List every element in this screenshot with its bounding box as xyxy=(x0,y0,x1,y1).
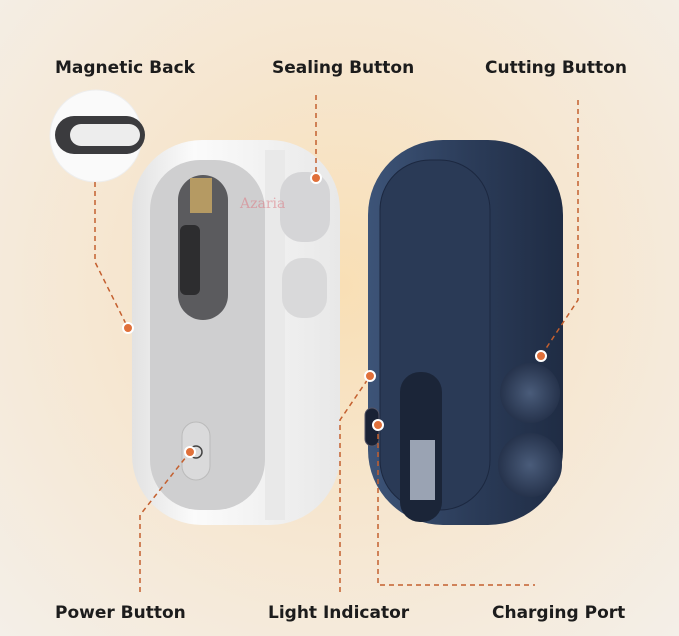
magnetic-back-inset xyxy=(49,89,145,183)
power-button-shape xyxy=(181,421,211,481)
label-cutting-button: Cutting Button xyxy=(485,58,627,78)
label-magnetic-back: Magnetic Back xyxy=(55,58,195,78)
cutting-button-shape xyxy=(500,363,560,423)
callout-dots xyxy=(122,172,547,458)
leader-lines xyxy=(94,95,579,592)
label-charging-port: Charging Port xyxy=(492,603,626,623)
white-sealer-device xyxy=(132,140,340,525)
light-leader xyxy=(339,375,371,592)
blue-sealer-device xyxy=(364,140,563,525)
label-power-button: Power Button xyxy=(55,603,186,623)
watermark: Azaria xyxy=(240,196,286,212)
label-sealing-button: Sealing Button xyxy=(272,58,415,78)
label-light-indicator: Light Indicator xyxy=(268,603,410,623)
power-leader xyxy=(139,451,191,592)
magnetic-leader xyxy=(94,182,129,329)
charging-leader xyxy=(377,425,535,586)
cutting-leader xyxy=(540,100,579,357)
sealing-button-shape xyxy=(280,172,330,242)
